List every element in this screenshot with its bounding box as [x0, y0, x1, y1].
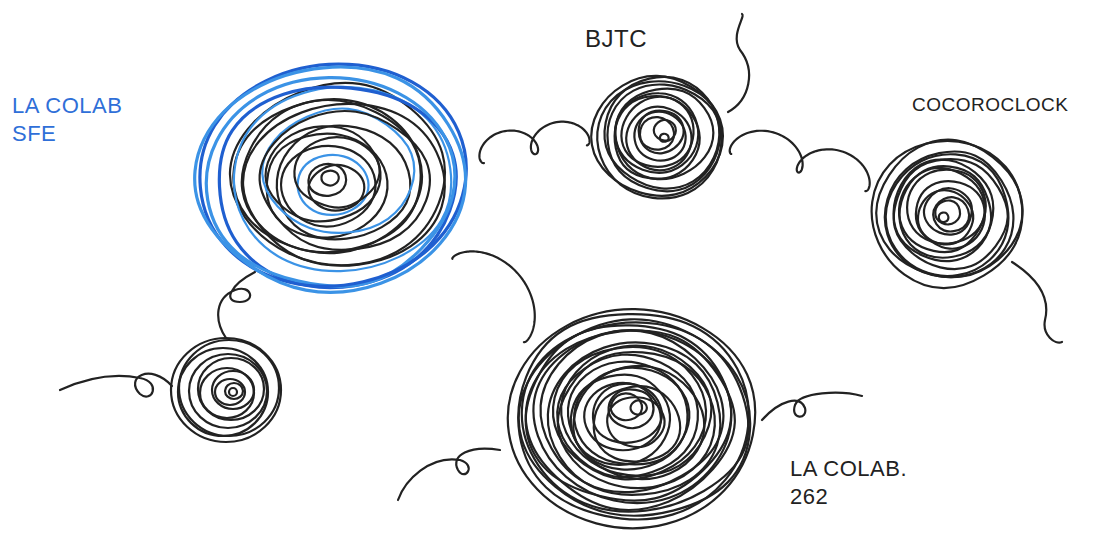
scribble-art: [584, 64, 736, 208]
scribble-ring: [640, 117, 674, 150]
loop-connector: [479, 122, 589, 163]
scribble-ring: [200, 368, 254, 418]
scribble-ring: [298, 155, 369, 215]
circle-label: COCOROCLOCK: [912, 93, 1092, 117]
scribble-ring: [594, 386, 680, 461]
scribble-ring: [574, 368, 689, 465]
scribble-ring: [615, 89, 713, 180]
scribble-ring: [935, 200, 960, 224]
scribble-ring: [262, 109, 414, 233]
scribble-ring: [933, 197, 969, 231]
scribble-circle: LA COLAB SFE: [180, 50, 490, 310]
loop-connector: [730, 131, 870, 191]
loop-tail: [60, 374, 172, 397]
scribble-ring: [593, 384, 662, 443]
loop-tail: [218, 272, 255, 338]
scribble-ring: [621, 97, 693, 167]
scribble-circle: LA COLAB. 262: [490, 294, 770, 538]
scribble-ring: [321, 171, 338, 186]
scribble-art: [860, 128, 1032, 296]
circle-label: LA COLAB. 262: [790, 455, 915, 510]
scribble-ring: [212, 371, 254, 409]
scribble-ring: [639, 111, 684, 154]
scribble-ring: [519, 319, 750, 516]
scribble-ring: [907, 170, 986, 244]
scribble-ring: [518, 314, 749, 519]
scribble-art: [490, 294, 770, 538]
scribble-ring: [508, 309, 755, 528]
loop-tail: [762, 393, 862, 420]
scribble-ring: [634, 112, 685, 161]
scribble-ring: [178, 348, 268, 436]
scribble-ring: [548, 342, 721, 494]
scribble-ring: [308, 164, 346, 196]
scribble-ring: [171, 338, 281, 442]
scribble-ring: [195, 67, 466, 292]
scribble-ring: [561, 346, 711, 476]
scribble-circle: COCOROCLOCK: [860, 128, 1032, 296]
loop-tail: [728, 14, 749, 112]
loop-connector: [452, 251, 534, 342]
loop-tail: [1012, 262, 1062, 343]
circle-label: BJTC: [585, 24, 675, 54]
scribble-ring: [230, 83, 445, 265]
scribble-ring: [540, 331, 723, 493]
loop-tails: [60, 14, 1062, 500]
scribble-ring: [206, 78, 454, 287]
scribble-ring: [526, 331, 735, 510]
scribble-ring: [267, 134, 388, 238]
scribble-ring: [189, 354, 267, 428]
scribble-ring: [233, 99, 422, 253]
loop-tail: [398, 449, 500, 500]
scribble-ring: [630, 400, 646, 414]
scribble-ring: [607, 397, 664, 447]
scribble-ring: [215, 379, 245, 405]
scribble-ring: [885, 152, 1014, 278]
scribble-ring: [234, 87, 451, 271]
scribble-ring: [872, 141, 1023, 288]
scribble-circle: BJTC: [584, 64, 736, 208]
scribble-ring: [229, 388, 237, 396]
scribble-ring: [553, 347, 706, 479]
scribble-art: [180, 50, 490, 310]
scribble-ring: [607, 85, 720, 192]
scribble-ring: [198, 358, 264, 420]
scribble-ring: [243, 104, 445, 266]
circle-label: LA COLAB SFE: [12, 92, 137, 147]
scribble-ring: [591, 76, 723, 196]
scribble-ring: [225, 383, 243, 399]
scribble-ring: [294, 137, 379, 207]
small-scribble: [171, 338, 281, 442]
scribble-ring: [526, 325, 731, 500]
scribble-ring: [899, 166, 991, 257]
scribble-ring: [568, 362, 688, 470]
scribble-ring: [558, 352, 715, 488]
scribble-ring: [939, 213, 949, 223]
scribble-ring: [179, 340, 279, 436]
scribble-ring: [597, 81, 721, 198]
scribble-ring: [894, 159, 1008, 269]
scribble-ring: [609, 389, 654, 428]
